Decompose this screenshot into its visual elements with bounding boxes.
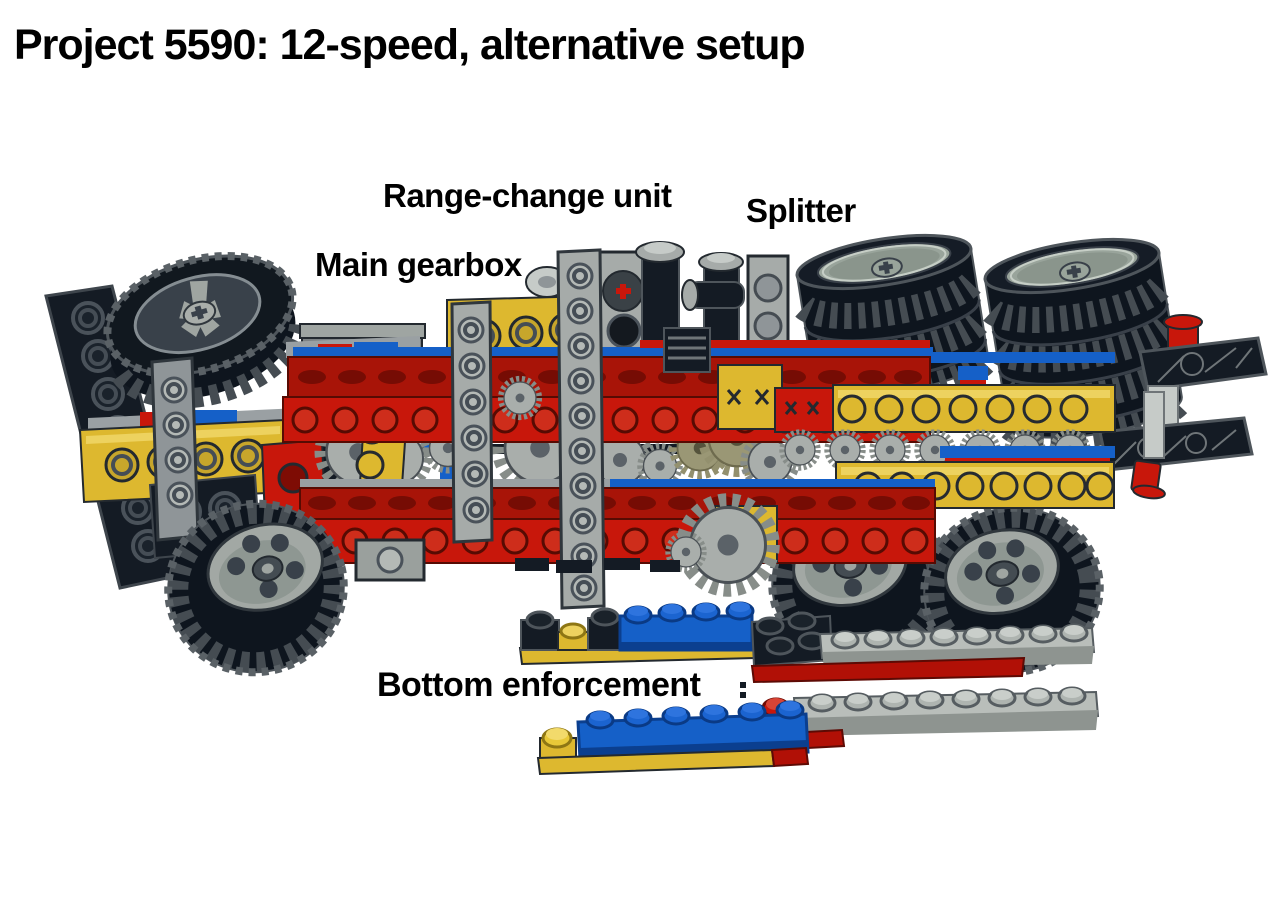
- red-small-plate: [804, 728, 846, 750]
- black-grille-brick: [663, 327, 711, 373]
- yellow-slot-block: [717, 364, 783, 430]
- label-bottom-enforcement: Bottom enforcement: [377, 666, 701, 704]
- bottom-enforcement-lower: [536, 686, 1100, 776]
- label-main-gearbox: Main gearbox: [315, 246, 522, 283]
- red-pin-icon: [1130, 459, 1166, 500]
- red-slot-block: [774, 387, 834, 433]
- right-axle-bracket: [1098, 314, 1268, 500]
- bottom-left-wheel: [164, 499, 348, 677]
- label-range-change-unit: Range-change unit: [383, 177, 672, 214]
- red-axle-cross-icon: [616, 284, 631, 299]
- chassis-bottom-rail: [292, 479, 936, 564]
- under-rail-parts: [354, 538, 746, 698]
- page-title: Project 5590: 12-speed, alternative setu…: [14, 21, 806, 69]
- label-splitter: Splitter: [746, 192, 856, 229]
- chassis-top-rail: [282, 327, 1115, 443]
- red-base-corner: [770, 746, 810, 768]
- bottom-enforcement-upper: [518, 600, 1096, 684]
- frame-bits-between-tires: [958, 366, 988, 386]
- red-long-plate: [750, 656, 1026, 684]
- gray-post: [1143, 391, 1165, 459]
